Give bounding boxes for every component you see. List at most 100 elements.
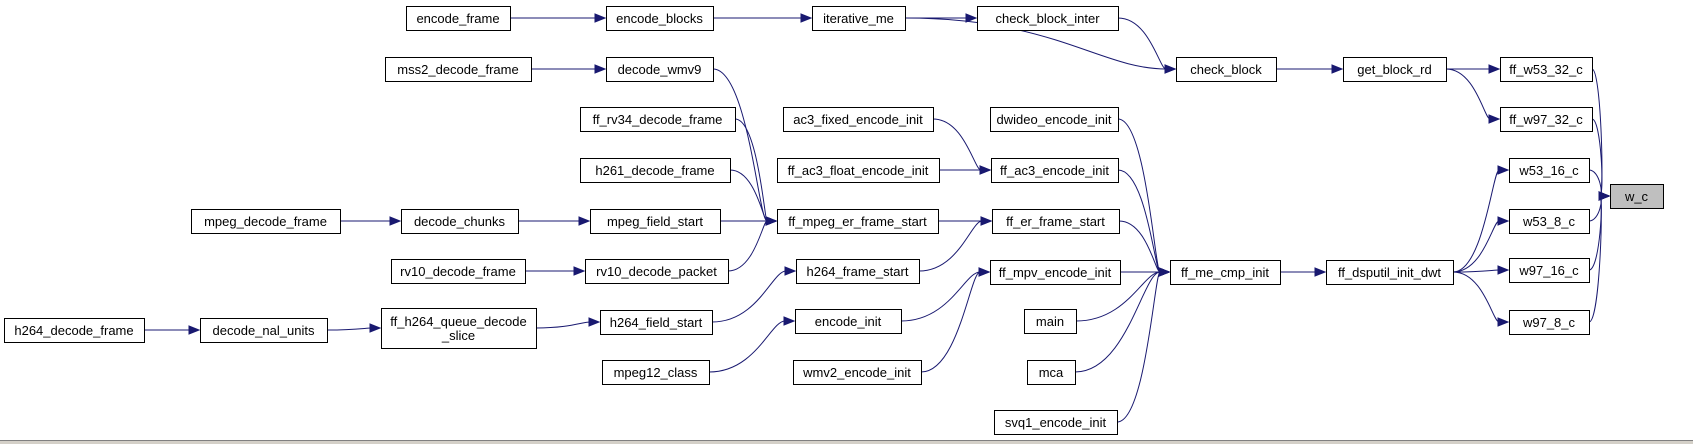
node-box[interactable] xyxy=(777,209,939,234)
node-w53-16-c[interactable]: w53_16_c xyxy=(1509,158,1590,183)
node-w97-16-c[interactable]: w97_16_c xyxy=(1509,258,1590,283)
node-box[interactable] xyxy=(783,107,934,132)
node-box[interactable] xyxy=(406,6,511,31)
node-box[interactable] xyxy=(381,308,537,349)
arrowhead-check-block-inter xyxy=(965,13,978,23)
node-label: rv10_decode_packet xyxy=(596,264,717,279)
node-h264-field-start[interactable]: h264_field_start xyxy=(600,310,713,335)
node-label: encode_init xyxy=(815,314,882,329)
arrowhead-ff-mpv-encode-init xyxy=(978,267,991,277)
node-box[interactable] xyxy=(391,259,526,284)
node-box[interactable] xyxy=(1024,309,1077,334)
node-h264-frame-start[interactable]: h264_frame_start xyxy=(796,259,920,284)
node-rv10-decode-frame[interactable]: rv10_decode_frame xyxy=(391,259,526,284)
node-box[interactable] xyxy=(600,310,713,335)
node-box[interactable] xyxy=(991,158,1119,183)
node-ff-dsputil-init-dwt[interactable]: ff_dsputil_init_dwt xyxy=(1326,260,1454,285)
node-check-block-inter[interactable]: check_block_inter xyxy=(977,6,1119,31)
node-box[interactable] xyxy=(1509,209,1590,234)
node-label: ff_rv34_decode_frame xyxy=(593,112,723,127)
node-box[interactable] xyxy=(1343,57,1447,82)
node-decode-nal-units[interactable]: decode_nal_units xyxy=(200,318,328,343)
node-box[interactable] xyxy=(990,260,1121,285)
node-ff-er-frame-start[interactable]: ff_er_frame_start xyxy=(992,209,1120,234)
node-mpeg12-class[interactable]: mpeg12_class xyxy=(602,360,710,385)
node-box[interactable] xyxy=(793,360,922,385)
node-box[interactable] xyxy=(1027,360,1076,385)
node-box[interactable] xyxy=(1500,57,1593,82)
node-box[interactable] xyxy=(385,57,532,82)
node-box[interactable] xyxy=(994,410,1118,435)
node-main[interactable]: main xyxy=(1024,309,1077,334)
node-box[interactable] xyxy=(191,209,341,234)
node-h261-decode-frame[interactable]: h261_decode_frame xyxy=(580,158,731,183)
node-w97-8-c[interactable]: w97_8_c xyxy=(1509,310,1590,335)
arrowhead-w97-8-c xyxy=(1497,317,1510,327)
node-box[interactable] xyxy=(777,158,940,183)
node-box[interactable] xyxy=(992,209,1120,234)
node-box[interactable] xyxy=(1610,184,1664,209)
node-w53-8-c[interactable]: w53_8_c xyxy=(1509,209,1590,234)
node-box[interactable] xyxy=(1500,107,1593,132)
node-box[interactable] xyxy=(1326,260,1454,285)
node-rv10-decode-packet[interactable]: rv10_decode_packet xyxy=(585,259,729,284)
node-h264-decode-frame[interactable]: h264_decode_frame xyxy=(4,318,145,343)
node-box[interactable] xyxy=(977,6,1119,31)
node-box[interactable] xyxy=(796,259,920,284)
node-box[interactable] xyxy=(1509,258,1590,283)
node-box[interactable] xyxy=(580,158,731,183)
node-decode-chunks[interactable]: decode_chunks xyxy=(401,209,519,234)
node-label: decode_wmv9 xyxy=(618,62,702,77)
node-dwideo-encode-init[interactable]: dwideo_encode_init xyxy=(990,107,1119,132)
node-box[interactable] xyxy=(795,309,902,334)
arrowhead-ff-er-frame-start xyxy=(980,216,993,226)
node-ff-me-cmp-init[interactable]: ff_me_cmp_init xyxy=(1170,260,1281,285)
node-check-block[interactable]: check_block xyxy=(1176,57,1277,82)
node-iterative-me[interactable]: iterative_me xyxy=(812,6,906,31)
node-wmv2-encode-init[interactable]: wmv2_encode_init xyxy=(793,360,922,385)
node-svq1-encode-init[interactable]: svq1_encode_init xyxy=(994,410,1118,435)
node-decode-wmv9[interactable]: decode_wmv9 xyxy=(606,57,714,82)
node-ff-ac3-encode-init[interactable]: ff_ac3_encode_init xyxy=(991,158,1119,183)
edge-dwideo-encode-init-to-ff-me-cmp-init xyxy=(1117,118,1161,273)
node-box[interactable] xyxy=(590,209,721,234)
node-get-block-rd[interactable]: get_block_rd xyxy=(1343,57,1447,82)
node-ff-rv34-decode-frame[interactable]: ff_rv34_decode_frame xyxy=(580,107,736,132)
node-label: h264_decode_frame xyxy=(14,323,133,338)
node-box[interactable] xyxy=(606,57,714,82)
node-box[interactable] xyxy=(606,6,714,31)
node-box[interactable] xyxy=(401,209,519,234)
node-encode-blocks[interactable]: encode_blocks xyxy=(606,6,714,31)
node-box[interactable] xyxy=(812,6,906,31)
node-mpeg-field-start[interactable]: mpeg_field_start xyxy=(590,209,721,234)
node-mpeg-decode-frame[interactable]: mpeg_decode_frame xyxy=(191,209,341,234)
node-box[interactable] xyxy=(4,318,145,343)
node-mss2-decode-frame[interactable]: mss2_decode_frame xyxy=(385,57,532,82)
node-encode-frame[interactable]: encode_frame xyxy=(406,6,511,31)
node-box[interactable] xyxy=(1509,310,1590,335)
node-box[interactable] xyxy=(580,107,736,132)
node-ff-mpv-encode-init[interactable]: ff_mpv_encode_init xyxy=(990,260,1121,285)
node-box[interactable] xyxy=(200,318,328,343)
arrowhead-iterative-me xyxy=(800,13,813,23)
node-ff-ac3-float-encode-init[interactable]: ff_ac3_float_encode_init xyxy=(777,158,940,183)
node-ac3-fixed-encode-init[interactable]: ac3_fixed_encode_init xyxy=(783,107,934,132)
node-encode-init[interactable]: encode_init xyxy=(795,309,902,334)
node-box[interactable] xyxy=(990,107,1119,132)
node-box[interactable] xyxy=(585,259,729,284)
node-ff-mpeg-er-frame-start[interactable]: ff_mpeg_er_frame_start xyxy=(777,209,939,234)
node-box[interactable] xyxy=(1176,57,1277,82)
node-ff-w53-32-c[interactable]: ff_w53_32_c xyxy=(1500,57,1593,82)
arrowhead-decode-chunks xyxy=(389,216,402,226)
node-box[interactable] xyxy=(1509,158,1590,183)
node-w-c[interactable]: w_c xyxy=(1610,184,1664,209)
node-ff-w97-32-c[interactable]: ff_w97_32_c xyxy=(1500,107,1593,132)
node-box[interactable] xyxy=(602,360,710,385)
node-box[interactable] xyxy=(1170,260,1281,285)
node-label: ff_me_cmp_init xyxy=(1181,265,1269,280)
edge-ff-ac3-encode-init-to-ff-me-cmp-init xyxy=(1117,169,1161,273)
arrowhead-mpeg-field-start xyxy=(578,216,591,226)
node-mca[interactable]: mca xyxy=(1027,360,1076,385)
node-ff-h264-queue-decode-slice[interactable]: ff_h264_queue_decode_slice xyxy=(381,308,537,349)
